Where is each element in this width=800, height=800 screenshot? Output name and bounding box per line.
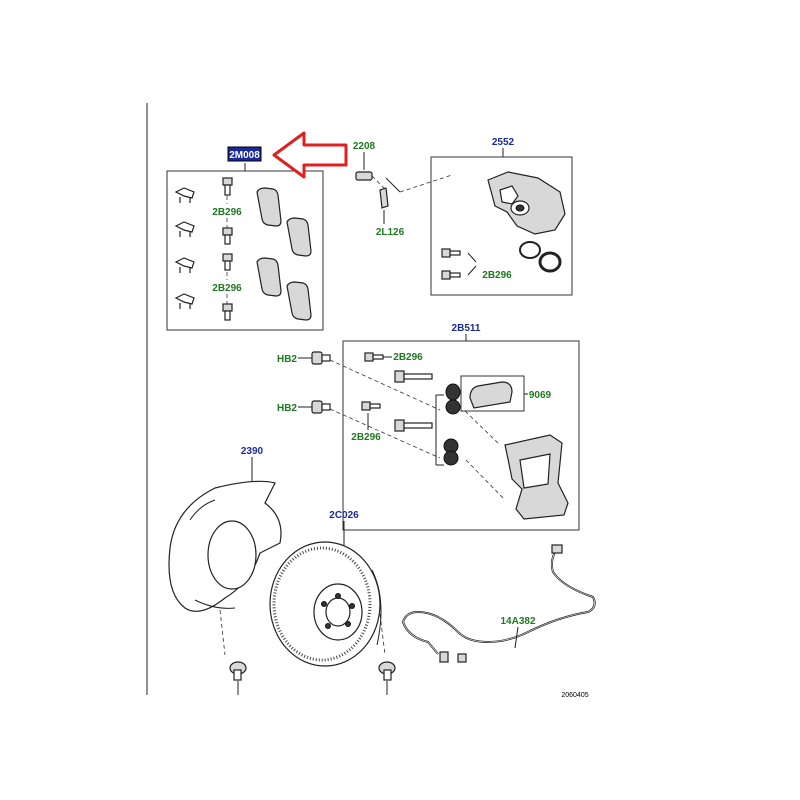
illustration-number: 2060405 <box>561 692 588 699</box>
brake-pad <box>256 257 282 297</box>
carrier-long-bolt <box>394 370 433 383</box>
group-label-2c026: 2C026 <box>329 510 359 521</box>
part-label-9069: 9069 <box>529 390 552 401</box>
wear-sensor <box>401 544 596 663</box>
carrier-long-bolt <box>394 419 433 432</box>
group-label-2390: 2390 <box>241 446 264 457</box>
dust-shield-group: 2390 <box>168 446 282 695</box>
caliper-bolt <box>441 270 461 280</box>
brake-pad <box>256 187 282 227</box>
part-label-2b296: 2B296 <box>212 283 242 294</box>
part-label-2l126: 2L126 <box>376 227 405 238</box>
carrier-group: 2B511 HB2 HB2 2B296 2B296 <box>277 323 580 531</box>
bleed-screw-group: 2208 2L126 <box>353 141 453 238</box>
guide-pin <box>311 351 331 365</box>
dust-shield-bolt <box>229 661 247 681</box>
piston-seal <box>519 241 541 259</box>
brake-pad <box>286 217 312 257</box>
carrier-bolt <box>361 401 381 411</box>
carrier-box <box>342 340 580 531</box>
pad-kit-label[interactable]: 2M008 <box>227 146 262 162</box>
anti-rattle-spring <box>469 381 513 409</box>
guide-pin <box>311 400 331 414</box>
part-label-2b296: 2B296 <box>212 207 242 218</box>
carrier-bolt <box>364 352 384 362</box>
arrow-left-icon <box>272 131 348 179</box>
group-label-2552: 2552 <box>492 137 515 148</box>
caliper-box <box>430 156 573 296</box>
anti-rattle-clip <box>174 221 195 237</box>
bleed-screw <box>355 171 373 181</box>
pad-bolt <box>222 227 233 245</box>
disc-retaining-screw <box>378 661 396 681</box>
anti-rattle-clip <box>174 187 195 203</box>
part-label-hb2: HB2 <box>277 403 297 414</box>
bleed-cap <box>379 187 389 209</box>
part-label-2b296: 2B296 <box>393 352 423 363</box>
dust-boot <box>538 251 562 273</box>
caliper-group: 2552 2B296 <box>430 137 573 296</box>
anti-rattle-clip <box>174 257 195 273</box>
brake-caliper <box>487 171 566 235</box>
caliper-bolt <box>441 248 461 258</box>
dust-shield <box>168 480 282 612</box>
pad-kit-group: 2M008 2B296 <box>166 131 348 331</box>
part-label-2208: 2208 <box>353 141 376 152</box>
caliper-carrier <box>504 434 569 520</box>
anti-rattle-clip <box>174 293 195 309</box>
wear-sensor-group: 14A382 <box>401 544 596 663</box>
brake-disc-group: 2C026 <box>269 510 396 695</box>
part-label-14a382: 14A382 <box>500 616 535 627</box>
pad-bolt <box>222 303 233 321</box>
pad-kit-label-text: 2M008 <box>229 150 260 161</box>
group-label-2b511: 2B511 <box>452 323 481 334</box>
guide-bushing <box>443 438 459 466</box>
brake-pad <box>286 281 312 321</box>
part-label-2b296: 2B296 <box>351 432 381 443</box>
part-label-hb2: HB2 <box>277 354 297 365</box>
guide-bushing <box>445 383 461 415</box>
part-label-2b296: 2B296 <box>482 270 512 281</box>
pad-bolt <box>222 253 233 271</box>
pad-bolt <box>222 177 233 196</box>
brake-disc <box>269 541 382 667</box>
